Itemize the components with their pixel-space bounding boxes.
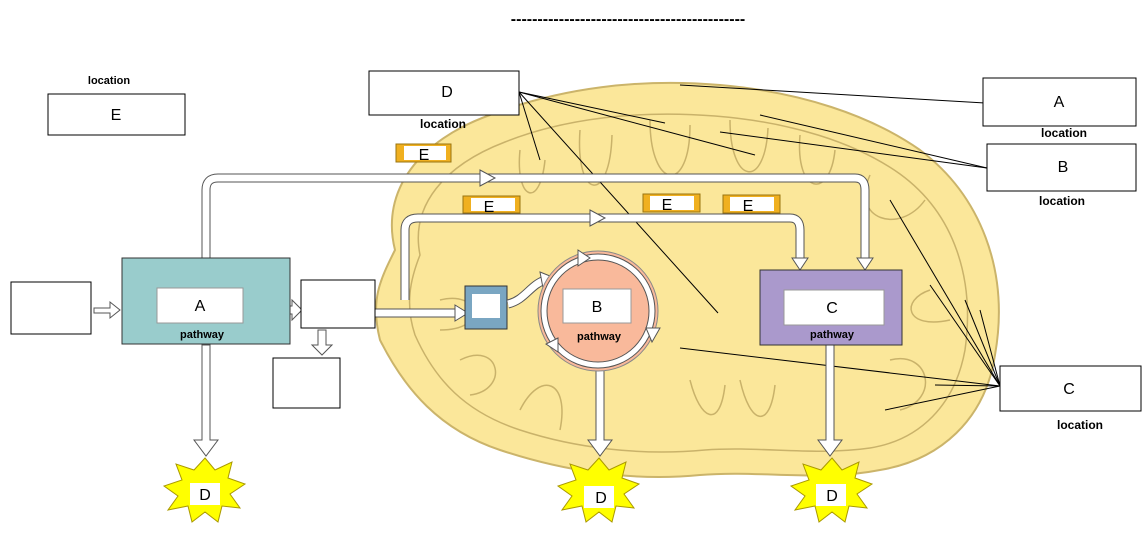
- location-c-caption: location: [1057, 418, 1103, 432]
- down-arrow-small: [310, 329, 334, 356]
- pathway-b-cycle: B pathway: [537, 249, 661, 372]
- location-b-caption: location: [1039, 194, 1085, 208]
- inner-membrane: [408, 113, 969, 453]
- input-blank-box[interactable]: [10, 281, 92, 335]
- location-d-label: D: [441, 84, 453, 101]
- location-box-e: location E: [47, 75, 186, 136]
- pathway-b-answer-box[interactable]: [562, 288, 632, 324]
- output-arrows: [193, 344, 843, 457]
- location-box-d: D location: [368, 70, 520, 131]
- pathway-a-output-box[interactable]: [300, 279, 376, 329]
- pathway-c-label: C: [826, 300, 838, 317]
- e-tags: E E E E: [395, 143, 781, 216]
- pathway-b-suffix: pathway: [577, 331, 622, 343]
- product-starburst: D: [789, 457, 874, 523]
- pathway-a-label: A: [195, 298, 206, 315]
- location-c-label: C: [1063, 381, 1075, 398]
- location-d-caption: location: [420, 117, 466, 131]
- pathway-c-suffix: pathway: [810, 329, 855, 341]
- pathway-a-suffix: pathway: [180, 329, 225, 341]
- e-tag-label: E: [484, 199, 495, 216]
- title-blank: ----------------------------------------…: [511, 11, 745, 28]
- location-box-b: B location: [986, 143, 1137, 208]
- e-tag: E: [722, 194, 781, 215]
- location-e-label: E: [111, 107, 122, 124]
- location-box-c: C location: [999, 365, 1142, 432]
- route-arrowheads: [479, 169, 874, 271]
- flow-arrow-to-small-box: [375, 304, 469, 322]
- pathway-a-box: A pathway: [121, 257, 291, 345]
- e-tag-label: E: [662, 197, 673, 214]
- product-starburst: D: [556, 457, 641, 523]
- intermediate-small-box[interactable]: [464, 285, 508, 330]
- product-d-label: D: [826, 488, 838, 505]
- e-tag: E: [462, 195, 521, 216]
- input-arrow-1: [93, 300, 121, 320]
- pathway-b-label: B: [592, 299, 603, 316]
- pathway-c-answer-box[interactable]: [783, 289, 885, 326]
- e-tag: E: [395, 143, 452, 164]
- product-d-label: D: [595, 490, 607, 507]
- location-b-label: B: [1058, 159, 1069, 176]
- location-box-a: A location: [982, 77, 1137, 140]
- product-d-label: D: [199, 487, 211, 504]
- e-tag: E: [642, 193, 701, 214]
- product-starburst: D: [162, 457, 247, 523]
- pathway-a-answer-box[interactable]: [156, 287, 244, 324]
- side-product-box[interactable]: [272, 357, 341, 409]
- location-a-caption: location: [1041, 126, 1087, 140]
- location-e-caption: location: [88, 75, 130, 87]
- location-a-label: A: [1054, 94, 1065, 111]
- e-tag-label: E: [743, 198, 754, 215]
- pathway-c-box: C pathway: [759, 269, 903, 346]
- curve-arrow-to-b: [506, 271, 556, 309]
- e-tag-label: E: [419, 147, 430, 164]
- leader-lines: [518, 84, 1001, 411]
- mitochondrion: [374, 81, 1000, 479]
- outer-membrane: [374, 81, 1000, 479]
